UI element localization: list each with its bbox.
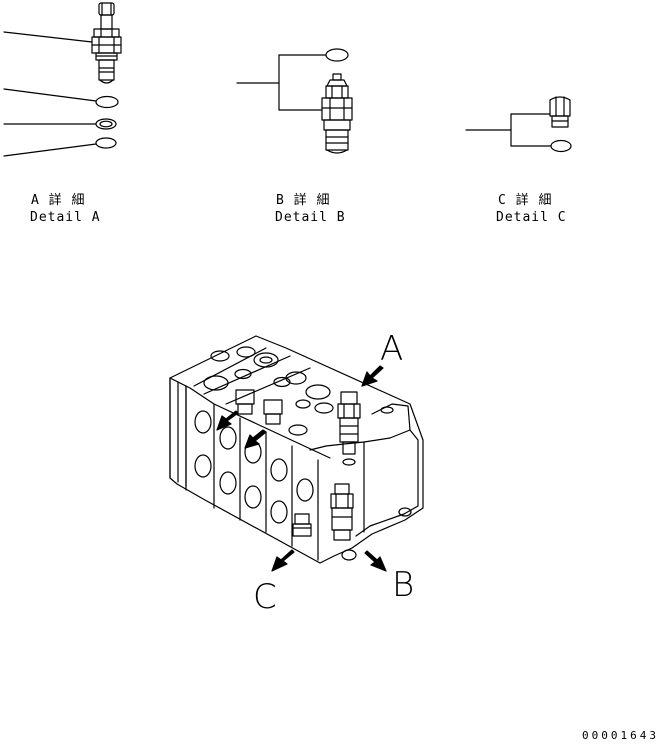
detail-b-relief-valve [321,73,353,154]
arrow-upper-left-1 [216,410,239,431]
detail-a-relief-valve [91,2,122,84]
detail-c-oring [550,139,572,153]
detail-c-caption-en: Detail C [496,210,567,225]
callout-a: A [380,329,404,369]
detail-b-oring [325,48,349,62]
callout-c: C [253,577,277,617]
detail-a-leader-lines [3,31,97,157]
arrow-upper-left-2 [244,429,267,449]
detail-a-oring-1 [95,95,119,109]
arrow-a [361,365,384,387]
detail-b-leader-lines [236,54,327,111]
arrow-c [271,549,295,572]
document-number: 00001643 [582,729,659,742]
detail-a-oring-2 [95,137,117,149]
callout-b: B [392,565,415,605]
arrow-b [364,550,387,572]
detail-b-caption-en: Detail B [275,210,346,225]
detail-a-caption-en: Detail A [30,210,101,225]
detail-c-leader-lines [465,113,551,147]
detail-a-caption-jp: A 詳 細 [31,193,86,208]
detail-c-plug [549,96,571,128]
control-valve-assembly [169,335,424,564]
detail-b-caption-jp: B 詳 細 [276,193,331,208]
detail-c-caption-jp: C 詳 細 [498,193,553,208]
detail-a-backup-ring [95,118,117,130]
